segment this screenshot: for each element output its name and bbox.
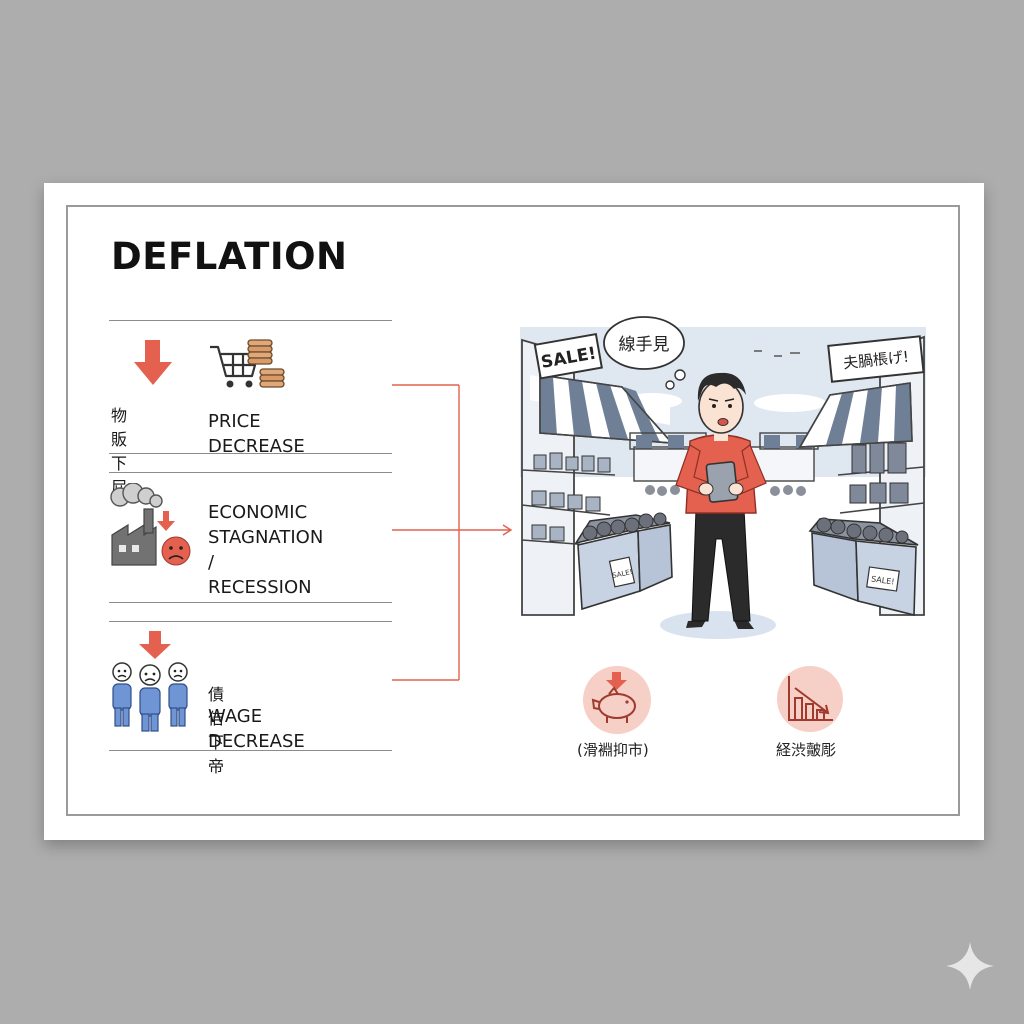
consequence-label: 経渋皾彫 [776, 741, 837, 759]
sad-workers-icon [112, 662, 188, 732]
page-title: DEFLATION [111, 235, 348, 278]
shopping-cart-coins-icon [210, 339, 285, 388]
down-arrow-icon [139, 631, 171, 659]
store-scene-illustration: SALE! SALE! [520, 316, 926, 645]
factor-en-line: ECONOMIC [208, 502, 308, 523]
infographic-card: DEFLATION [44, 183, 984, 840]
factory-smoke-icon [110, 483, 191, 566]
divider [109, 621, 392, 622]
divider [109, 750, 392, 751]
factor-en-line: RECESSION [208, 577, 312, 598]
piggy-bank-down-icon [583, 666, 651, 734]
divider [109, 602, 392, 603]
sparkle-icon [946, 942, 994, 990]
divider [109, 320, 392, 321]
declining-chart-icon [777, 666, 843, 732]
consequence-label: (滑裫抑市) [577, 741, 649, 759]
factor-en-label: PRICE DECREASE [208, 411, 305, 457]
divider [109, 472, 392, 473]
divider [109, 453, 392, 454]
thought-bubble-text: 線手見 [619, 335, 670, 355]
connector-arrow [392, 384, 513, 681]
factor-en-line: STAGNATION / [208, 527, 324, 573]
factor-en-label: ECONOMIC STAGNATION / RECESSION [208, 500, 323, 600]
factor-jp-label: 債佶下帝 [208, 685, 225, 776]
card-frame [66, 205, 960, 816]
factor-en-label: WAGE DECREASE [208, 706, 305, 752]
shopper-figure [675, 372, 767, 629]
bin-price-tag: SALE! [871, 574, 895, 586]
down-arrow-icon [134, 340, 172, 385]
